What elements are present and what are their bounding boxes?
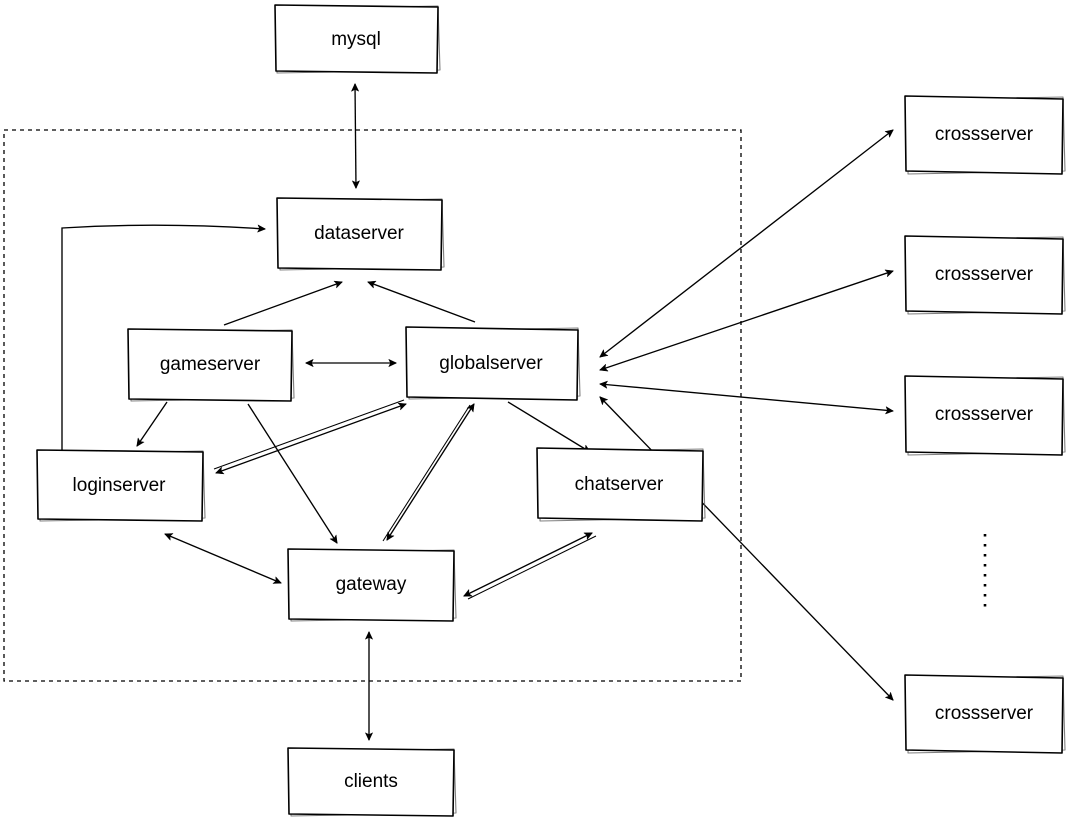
node-crossserver1[interactable]: crossserver (904, 95, 1066, 175)
edge-loginserver-dataserver (61, 224, 266, 452)
edge-gameserver-dataserver (223, 280, 343, 326)
node-crossserver3[interactable]: crossserver (904, 375, 1066, 456)
edge-globalserver-chatserver (507, 401, 591, 453)
edge-globalserver-gateway (382, 403, 475, 542)
node-globalserver[interactable]: globalserver (405, 326, 581, 401)
node-gameserver[interactable]: gameserver (127, 328, 295, 402)
node-crossserver2[interactable]: crossserver (904, 235, 1066, 315)
edge-globalserver-dataserver (367, 280, 476, 323)
edge-globalserver-crossserver1 (599, 129, 894, 358)
edge-mysql-dataserver (351, 83, 360, 189)
edge-globalserver-crossserver2 (599, 269, 894, 372)
edge-globalserver-loginserver (213, 399, 407, 475)
node-dataserver[interactable]: dataserver (276, 197, 445, 271)
node-gateway[interactable]: gateway (287, 548, 457, 622)
edge-layer (61, 83, 894, 741)
node-layer: mysql dataserver gameserver globalserver (36, 4, 1066, 817)
edge-chatserver-gateway (463, 532, 597, 600)
node-crossserver4[interactable]: crossserver (904, 674, 1066, 754)
edge-globalserver-crossserver4 (599, 396, 894, 701)
node-chatserver[interactable]: chatserver (536, 447, 706, 522)
node-mysql[interactable]: mysql (274, 4, 441, 74)
edge-loginserver-gateway (164, 533, 282, 584)
node-clients[interactable]: clients (287, 747, 457, 817)
edge-gameserver-gateway (247, 403, 338, 544)
edge-globalserver-crossserver3 (599, 380, 894, 415)
node-loginserver[interactable]: loginserver (36, 449, 206, 522)
edge-gameserver-loginserver (136, 401, 168, 447)
